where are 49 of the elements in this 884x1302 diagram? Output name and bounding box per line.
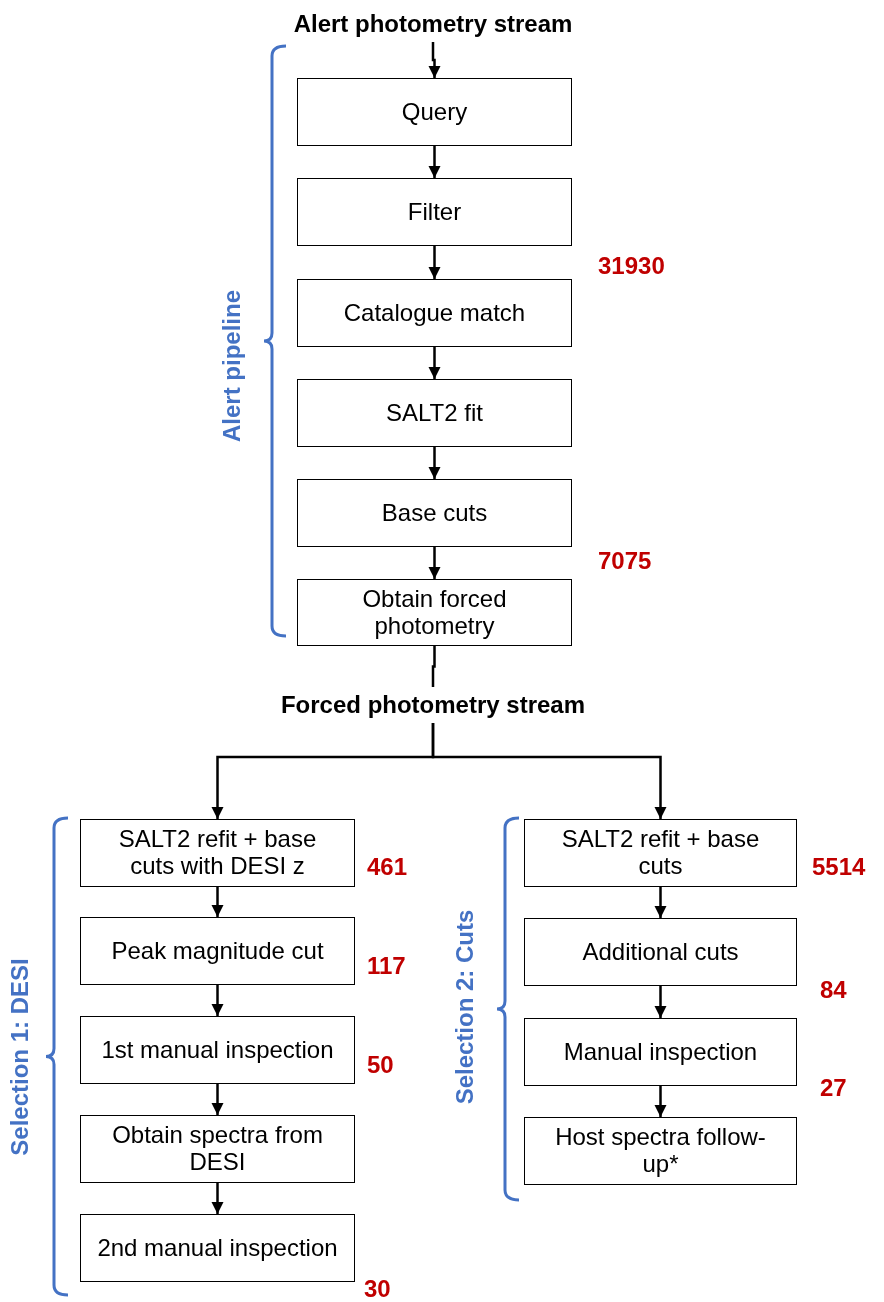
arrow [431,723,667,819]
stream-heading: Alert photometry stream [293,10,573,38]
process-box [297,579,572,646]
step-text: Catalogue match [343,299,526,327]
process-box [524,918,797,986]
process-box [80,1016,355,1084]
step-text: Host spectra follow-up* [554,1124,767,1178]
arrow [428,347,441,379]
arrow [428,547,441,579]
step-text: Filter [407,198,462,226]
step-text: Manual inspection [563,1038,758,1066]
bracket-label: Selection 1: DESI [6,958,34,1156]
arrow [654,986,667,1018]
arrow [211,1183,224,1214]
arrow [428,42,441,78]
step-text: Obtain spectra from DESI [111,1122,324,1176]
arrow [428,246,441,279]
arrow [654,1086,667,1117]
step-text: Query [401,98,468,126]
process-box [80,917,355,985]
process-box [80,819,355,887]
step-text: Base cuts [381,499,488,527]
arrow [211,1084,224,1115]
step-text: 2nd manual inspection [97,1234,338,1262]
arrow [654,887,667,918]
process-box [80,1115,355,1183]
process-box [524,819,797,887]
process-box [297,178,572,246]
process-box [297,379,572,447]
step-text: Peak magnitude cut [111,937,324,965]
step-text: SALT2 fit [386,399,483,427]
process-box [297,479,572,547]
bracket-label: Selection 2: Cuts [451,909,479,1105]
stream-heading: Forced photometry stream [280,691,586,719]
process-box [524,1117,797,1185]
step-text: SALT2 refit + base cuts [560,826,761,880]
arrow [211,887,224,917]
bracket-label: Alert pipeline [218,290,246,442]
step-text: Obtain forced photometry [361,585,508,640]
arrow [428,146,441,178]
arrow [211,985,224,1016]
step-text: Additional cuts [582,938,739,966]
arrow [428,447,441,479]
process-box [297,78,572,146]
process-box [297,279,572,347]
step-text: 1st manual inspection [101,1036,334,1064]
process-box [80,1214,355,1282]
process-box [524,1018,797,1086]
step-text: SALT2 refit + base cuts with DESI z [117,826,318,880]
